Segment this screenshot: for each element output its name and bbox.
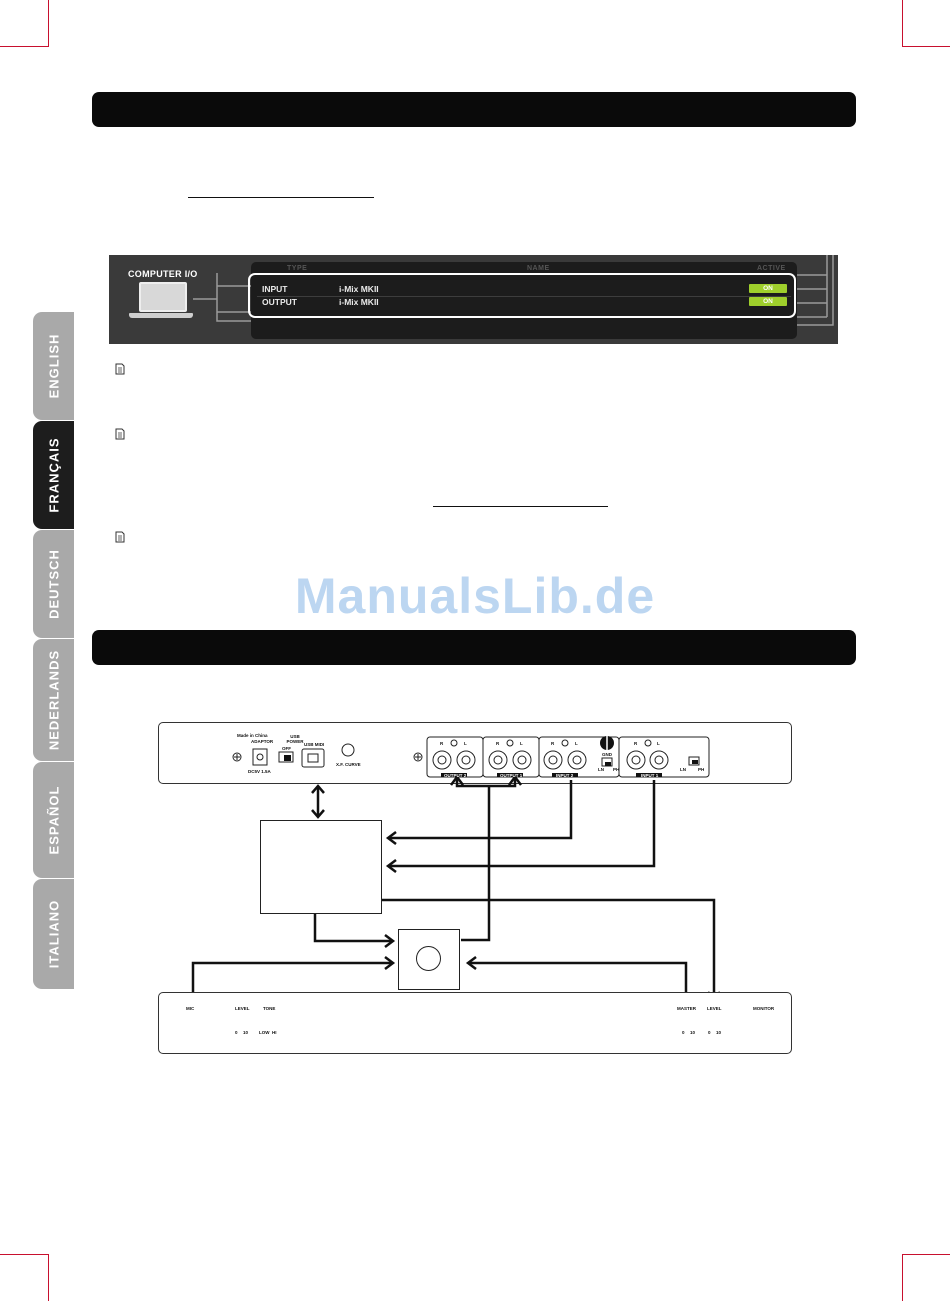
adaptor-rating-label: DC5V 1.5A <box>248 769 271 774</box>
scale-min-label: 0 <box>708 1030 711 1035</box>
watermark: ManualsLib.de <box>294 568 656 624</box>
computer-io-label: COMPUTER I/O <box>128 269 198 279</box>
crop-mark <box>48 1254 49 1301</box>
usb-midi-label: USB MIDI <box>304 742 325 747</box>
master-label: MASTER <box>677 1006 696 1011</box>
computer-box <box>260 820 382 914</box>
laptop-icon <box>139 282 187 312</box>
connector-lines <box>193 255 834 326</box>
tab-english[interactable]: ENGLISH <box>33 312 74 420</box>
column-header-name: NAME <box>527 265 550 272</box>
column-header-active: ACTIVE <box>757 265 786 272</box>
jack-r-label: R <box>634 741 638 746</box>
jack-l-label: L <box>464 741 467 746</box>
underlined-link[interactable] <box>188 197 374 198</box>
underlined-link[interactable] <box>433 506 608 507</box>
usb-power-off-label: OFF <box>282 746 291 751</box>
io-device-name: i-Mix MKII <box>339 284 379 294</box>
section-header-bar <box>92 630 856 665</box>
rear-panel <box>158 722 792 784</box>
io-table: TYPE NAME ACTIVE INPUT i-Mix MKII ON OUT… <box>248 262 797 339</box>
io-row-output[interactable]: OUTPUT i-Mix MKII ON <box>259 296 791 308</box>
scale-min-label: 0 <box>682 1030 685 1035</box>
jack-r-label: R <box>551 741 555 746</box>
made-in-label: Made in China <box>237 733 268 738</box>
monitor-label: MONITOR <box>753 1006 775 1011</box>
xf-curve-label: X.F. CURVE <box>336 762 361 767</box>
jack-l-label: L <box>657 741 660 746</box>
usb-power-label: USB POWER <box>286 734 304 744</box>
scale-max-label: 10 <box>716 1030 722 1035</box>
tab-espanol[interactable]: ESPAÑOL <box>33 762 74 878</box>
note-icon <box>115 531 125 543</box>
switch-phono-label: PH <box>698 767 705 772</box>
crop-mark <box>902 1254 903 1301</box>
switch-line-label: LN <box>598 767 604 772</box>
output1-label: OUTPUT 1 <box>500 773 523 778</box>
crop-mark <box>48 0 49 47</box>
io-row-input[interactable]: INPUT i-Mix MKII ON <box>259 283 791 295</box>
adaptor-label: ADAPTOR <box>251 739 274 744</box>
tone-label: TONE <box>263 1006 276 1011</box>
tab-italiano[interactable]: ITALIANO <box>33 879 74 989</box>
column-header-type: TYPE <box>287 265 308 272</box>
tone-hi-label: HI <box>272 1030 277 1035</box>
note-icon <box>115 363 125 375</box>
io-device-name: i-Mix MKII <box>339 297 379 307</box>
switch-line-label: LN <box>680 767 686 772</box>
jack-l-label: L <box>520 741 523 746</box>
input1-label: INPUT 1 <box>641 773 659 778</box>
laptop-base <box>129 313 193 318</box>
highlight-outline <box>248 273 796 318</box>
status-toggle[interactable]: ON <box>749 284 787 293</box>
scale-max-label: 10 <box>243 1030 249 1035</box>
io-type: OUTPUT <box>262 297 297 307</box>
scale-min-label: 0 <box>235 1030 238 1035</box>
crop-mark <box>902 1254 950 1255</box>
jack-l-label: L <box>575 741 578 746</box>
amplifier-box <box>398 929 460 990</box>
tab-nederlands[interactable]: NEDERLANDS <box>33 639 74 761</box>
speaker-icon <box>416 946 441 971</box>
switch-phono-label: PH <box>613 767 620 772</box>
computer-io-panel: COMPUTER I/O TYPE NAME ACTIVE INPUT i-Mi… <box>109 255 838 344</box>
tab-francais[interactable]: FRANÇAIS <box>33 421 74 529</box>
jack-r-label: R <box>496 741 500 746</box>
status-toggle[interactable]: ON <box>749 297 787 306</box>
section-header-bar <box>92 92 856 127</box>
level-label: LEVEL <box>235 1006 250 1011</box>
output2-label: OUTPUT 2 <box>444 773 467 778</box>
scale-max-label: 10 <box>690 1030 696 1035</box>
front-panel <box>158 992 792 1054</box>
tone-low-label: LOW <box>259 1030 270 1035</box>
jack-r-label: R <box>440 741 444 746</box>
gnd-label: GND <box>602 752 612 757</box>
crop-mark <box>902 0 903 47</box>
io-type: INPUT <box>262 284 288 294</box>
note-icon <box>115 428 125 440</box>
crop-mark <box>0 46 48 47</box>
level-label: LEVEL <box>707 1006 722 1011</box>
input2-label: INPUT 2 <box>556 773 574 778</box>
crop-mark <box>0 1254 48 1255</box>
row-divider <box>257 296 791 297</box>
mic-label: MIC <box>186 1006 195 1011</box>
tab-deutsch[interactable]: DEUTSCH <box>33 530 74 638</box>
crop-mark <box>902 46 950 47</box>
